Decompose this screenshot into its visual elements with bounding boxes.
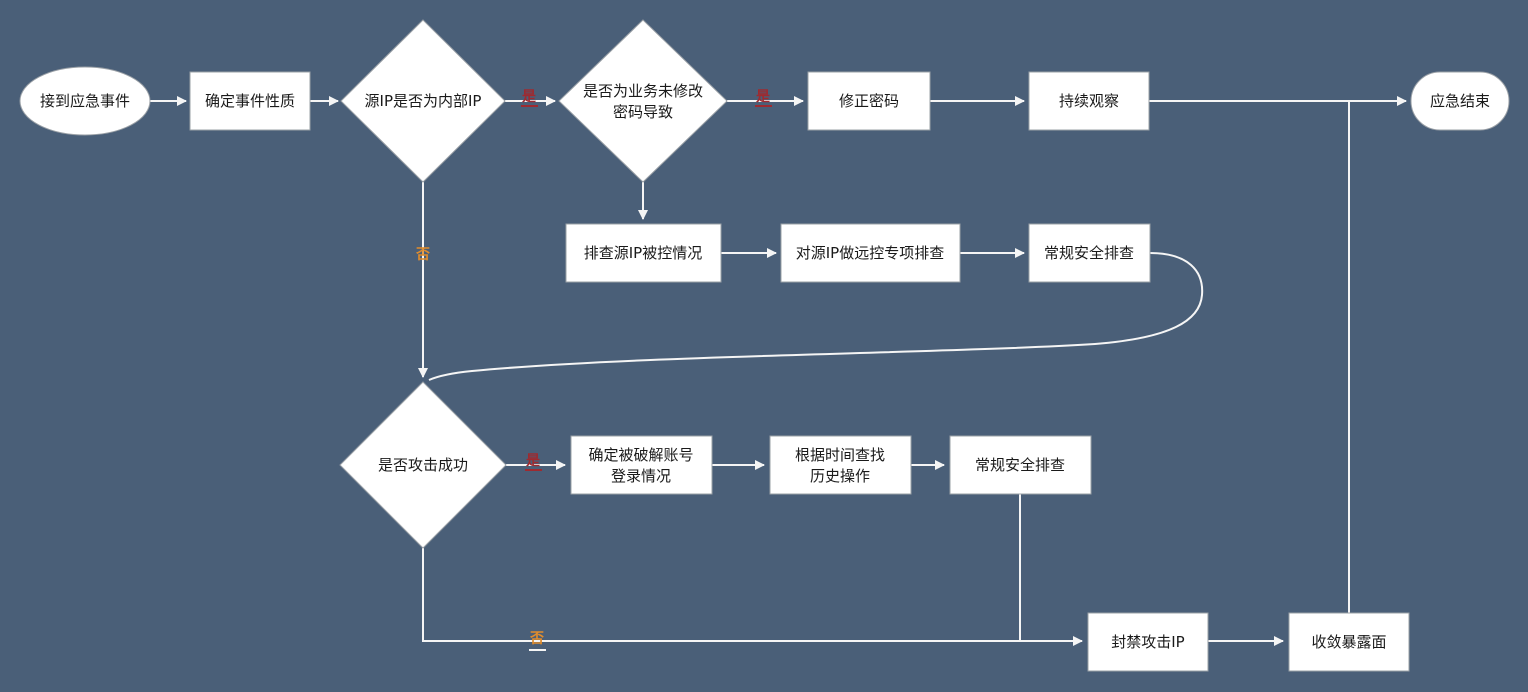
node-is-unmodified-password-label-line1: 是否为业务未修改 (583, 82, 703, 100)
edge-label-yes-3: 是 (526, 453, 541, 469)
start-ellipse-shape[interactable] (19, 66, 151, 136)
check-ip-controlled-rect-shape[interactable] (565, 223, 722, 283)
node-find-history-ops[interactable]: 根据时间查找 历史操作 (769, 435, 912, 495)
node-routine-check-2-label: 常规安全排查 (975, 456, 1065, 474)
node-start[interactable]: 接到应急事件 (19, 66, 151, 136)
node-reduce-exposure[interactable]: 收敛暴露面 (1288, 612, 1410, 672)
reduce-exposure-rect-shape[interactable] (1288, 612, 1410, 672)
edge-routine-check-1-curve-to-attack-diamond (428, 252, 1204, 381)
node-is-attack-successful-label: 是否攻击成功 (378, 456, 468, 474)
node-check-ip-controlled[interactable]: 排查源IP被控情况 (565, 223, 722, 283)
internal-ip-diamond-shape[interactable] (340, 19, 506, 183)
node-fix-password-label: 修正密码 (839, 92, 899, 110)
node-reduce-exposure-label: 收敛暴露面 (1311, 633, 1386, 651)
node-confirm-nature-label: 确定事件性质 (205, 92, 295, 110)
edge-label-password-yes: 是 (755, 89, 772, 107)
node-routine-check-1-label: 常规安全排查 (1044, 244, 1134, 262)
node-ban-attack-ip-label: 封禁攻击IP (1111, 633, 1184, 651)
node-start-label: 接到应急事件 (40, 92, 130, 110)
edge-attack-no-bottom-to-ban-ip (422, 548, 1083, 646)
edge-label-attack-yes: 是 (525, 453, 542, 471)
end-pill-shape[interactable] (1410, 71, 1510, 131)
ban-attack-ip-rect-shape[interactable] (1087, 612, 1209, 672)
node-fix-password[interactable]: 修正密码 (807, 71, 931, 131)
node-rat-special-check-label: 对源IP做远控专项排查 (796, 244, 944, 262)
node-is-attack-successful[interactable]: 是否攻击成功 (339, 381, 507, 549)
keep-observing-rect-shape[interactable] (1028, 71, 1150, 131)
node-is-internal-ip[interactable]: 源IP是否为内部IP (340, 19, 506, 183)
edge-label-yes-1: 是 (522, 89, 537, 105)
node-end-label: 应急结束 (1430, 92, 1490, 110)
node-confirm-nature[interactable]: 确定事件性质 (189, 71, 311, 131)
node-find-history-ops-label-line1: 根据时间查找 (795, 446, 885, 464)
edge-label-yes-2: 是 (756, 89, 771, 105)
edge-label-no-1: 否 (415, 247, 430, 263)
node-routine-check-1[interactable]: 常规安全排查 (1028, 223, 1151, 283)
node-routine-check-2[interactable]: 常规安全排查 (949, 435, 1092, 495)
node-rat-special-check[interactable]: 对源IP做远控专项排查 (780, 223, 961, 283)
rat-special-check-rect-shape[interactable] (780, 223, 961, 283)
find-history-ops-rect-shape[interactable] (769, 435, 912, 495)
confirm-nature-rect-shape[interactable] (189, 71, 311, 131)
node-confirm-cracked-account-label-line2: 登录情况 (611, 467, 671, 485)
node-end[interactable]: 应急结束 (1410, 71, 1510, 131)
edge-label-attack-no: 否 (529, 631, 546, 651)
edge-label-internal-ip-yes: 是 (521, 89, 538, 107)
node-check-ip-controlled-label: 排查源IP被控情况 (584, 244, 702, 262)
routine-check-1-rect-shape[interactable] (1028, 223, 1151, 283)
node-is-unmodified-password-label-line2: 密码导致 (613, 103, 673, 121)
edge-label-no-2: 否 (529, 631, 544, 647)
attack-successful-diamond-shape[interactable] (339, 381, 507, 549)
node-find-history-ops-label-line2: 历史操作 (810, 467, 870, 485)
node-is-internal-ip-label: 源IP是否为内部IP (365, 92, 482, 110)
node-confirm-cracked-account[interactable]: 确定被破解账号 登录情况 (570, 435, 713, 495)
unmodified-password-diamond-shape[interactable] (558, 19, 728, 183)
node-is-unmodified-password[interactable]: 是否为业务未修改 密码导致 (558, 19, 728, 183)
edge-label-internal-ip-no: 否 (415, 247, 430, 263)
routine-check-2-rect-shape[interactable] (949, 435, 1092, 495)
node-keep-observing-label: 持续观察 (1059, 92, 1119, 110)
node-confirm-cracked-account-label-line1: 确定被破解账号 (588, 446, 693, 464)
node-keep-observing[interactable]: 持续观察 (1028, 71, 1150, 131)
node-ban-attack-ip[interactable]: 封禁攻击IP (1087, 612, 1209, 672)
fix-password-rect-shape[interactable] (807, 71, 931, 131)
confirm-cracked-account-rect-shape[interactable] (570, 435, 713, 495)
